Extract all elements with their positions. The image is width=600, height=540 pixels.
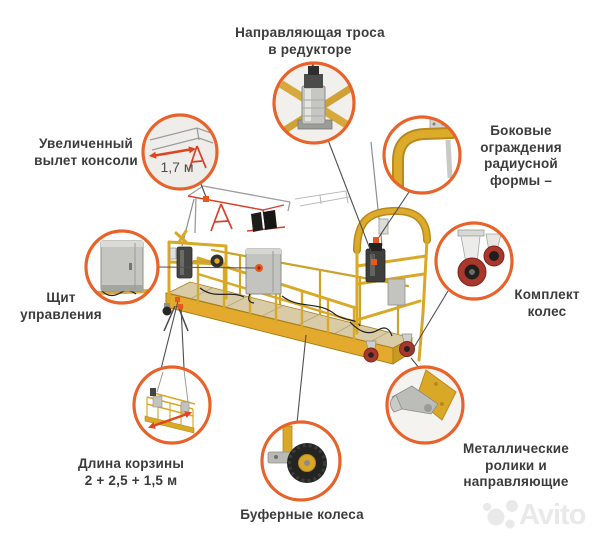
side-guard-photo <box>392 118 458 193</box>
callout-lines <box>157 139 449 424</box>
buffer-wheel-inset <box>260 420 342 502</box>
safety-lock <box>378 218 389 235</box>
avito-watermark: Avito <box>519 499 586 531</box>
roof-console-wireframe <box>187 185 350 234</box>
callout-label-metal-rollers: Металлические ролики и направляющие <box>463 441 569 490</box>
platform-left-end <box>162 229 228 332</box>
control-panel-photo <box>95 240 151 297</box>
callout-label-wheel-set: Комплект колес <box>514 287 580 319</box>
buffer-wheel-photo <box>267 425 327 483</box>
left-caster <box>162 306 172 316</box>
reducer-photo <box>278 63 353 133</box>
basket-length-drawing <box>144 369 196 434</box>
control-panel-inset <box>84 229 160 305</box>
callout-label-cable-guide: Направляющая троса в редукторе <box>235 25 385 57</box>
metal-rollers-inset <box>385 365 465 445</box>
callout-label-basket-length: Длина корзины 2 + 2,5 + 1,5 м <box>77 456 185 488</box>
console-outreach-inset <box>141 113 219 191</box>
platform-drawing <box>162 206 431 365</box>
reducer-inset <box>272 61 356 145</box>
power-cables <box>199 287 361 327</box>
basket-length-inset <box>132 365 212 445</box>
platform-control-cabinet <box>245 248 282 304</box>
callout-label-side-guards: Боковые ограждения радиусной формы – <box>480 123 562 189</box>
callout-label-buffer-wheels: Буферные колеса <box>240 507 364 522</box>
platform-right-end <box>349 206 431 363</box>
wheel-set-photo <box>457 229 505 287</box>
counterweight-block <box>251 212 263 232</box>
callout-markers <box>175 196 379 309</box>
wheel-set-inset <box>434 221 514 301</box>
metal-rollers-photo <box>390 369 457 421</box>
console-outreach-value: 1,7 м <box>160 159 194 175</box>
avito-logo-icon <box>483 500 518 529</box>
side-guard-inset <box>382 115 462 195</box>
counterweight-block <box>263 210 277 230</box>
callout-label-console-outreach: Увеличенный вылет консоли <box>34 136 138 168</box>
callout-label-control-panel: Щит управления <box>20 290 102 322</box>
console-outreach-drawing <box>149 127 215 171</box>
left-hoist-motor <box>176 246 193 279</box>
right-hoist-motor <box>365 248 386 283</box>
